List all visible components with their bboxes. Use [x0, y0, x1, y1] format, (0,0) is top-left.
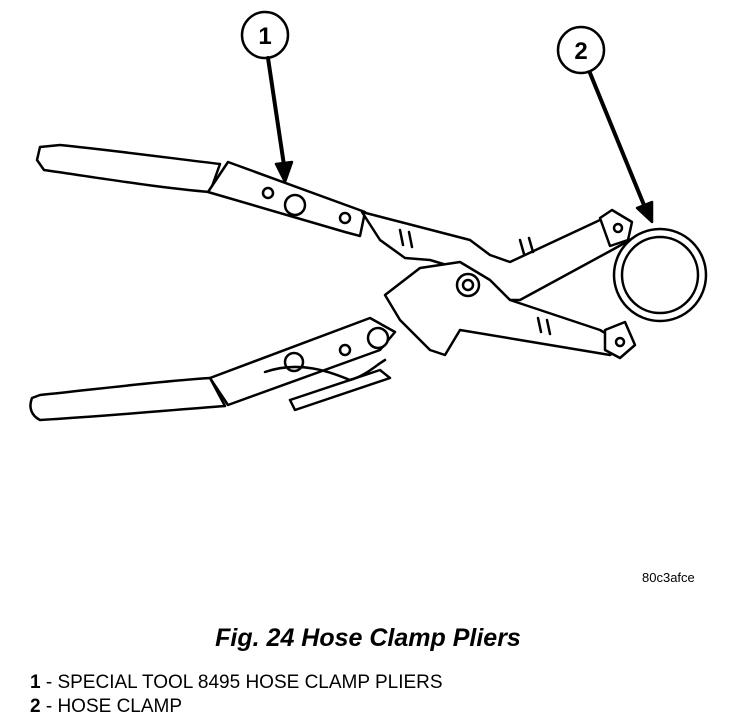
upper-jaw-hatch [398, 228, 405, 247]
figure-caption: Fig. 24 Hose Clamp Pliers [215, 624, 521, 652]
pivot-bolt-inner [461, 278, 475, 292]
upper-arm-rivet-small-2 [338, 211, 352, 225]
upper-arm-rivet-small [261, 186, 275, 200]
upper-jaw-hatch-4 [527, 236, 535, 254]
figure-legend: 1 - SPECIAL TOOL 8495 HOSE CLAMP PLIERS … [30, 671, 443, 719]
callout-1-leader [266, 56, 287, 174]
lower-tip-pin [614, 336, 626, 348]
legend-text: - HOSE CLAMP [40, 696, 183, 717]
callout-2-circle [556, 25, 606, 75]
lock-spring [263, 358, 387, 382]
lower-arm-rivet-2 [338, 343, 352, 357]
callout-2-leader [588, 71, 648, 212]
hose-clamp-inner [620, 235, 700, 315]
upper-handle-grip [35, 143, 222, 194]
upper-jaw-body [360, 210, 632, 302]
callout-2-arrowhead [635, 200, 654, 224]
legend-number: 2 [30, 696, 41, 717]
callout-1-circle [240, 10, 290, 60]
upper-tip-pin [612, 222, 624, 234]
legend-text: - SPECIAL TOOL 8495 HOSE CLAMP PLIERS [40, 672, 443, 693]
callout-2-number: 2 [574, 38, 587, 65]
lower-handle-grip [29, 376, 227, 422]
upper-jaw-hatch-2 [407, 230, 414, 249]
legend-row: 2 - HOSE CLAMP [30, 695, 443, 719]
hose-clamp-pliers-illustration: 1 2 [29, 10, 708, 422]
legend-row: 1 - SPECIAL TOOL 8495 HOSE CLAMP PLIERS [30, 671, 443, 695]
lower-jaw-hatch-2 [545, 318, 552, 336]
lock-knob [366, 326, 390, 350]
lower-jaw-hatch [536, 316, 543, 334]
image-reference-code: 80c3afce [642, 570, 695, 585]
callout-1-number: 1 [258, 23, 271, 50]
upper-arm-rivet-large [283, 193, 307, 217]
legend-number: 1 [30, 672, 41, 693]
upper-jaw-hatch-3 [518, 238, 526, 256]
callout-1-arrowhead [274, 160, 294, 184]
